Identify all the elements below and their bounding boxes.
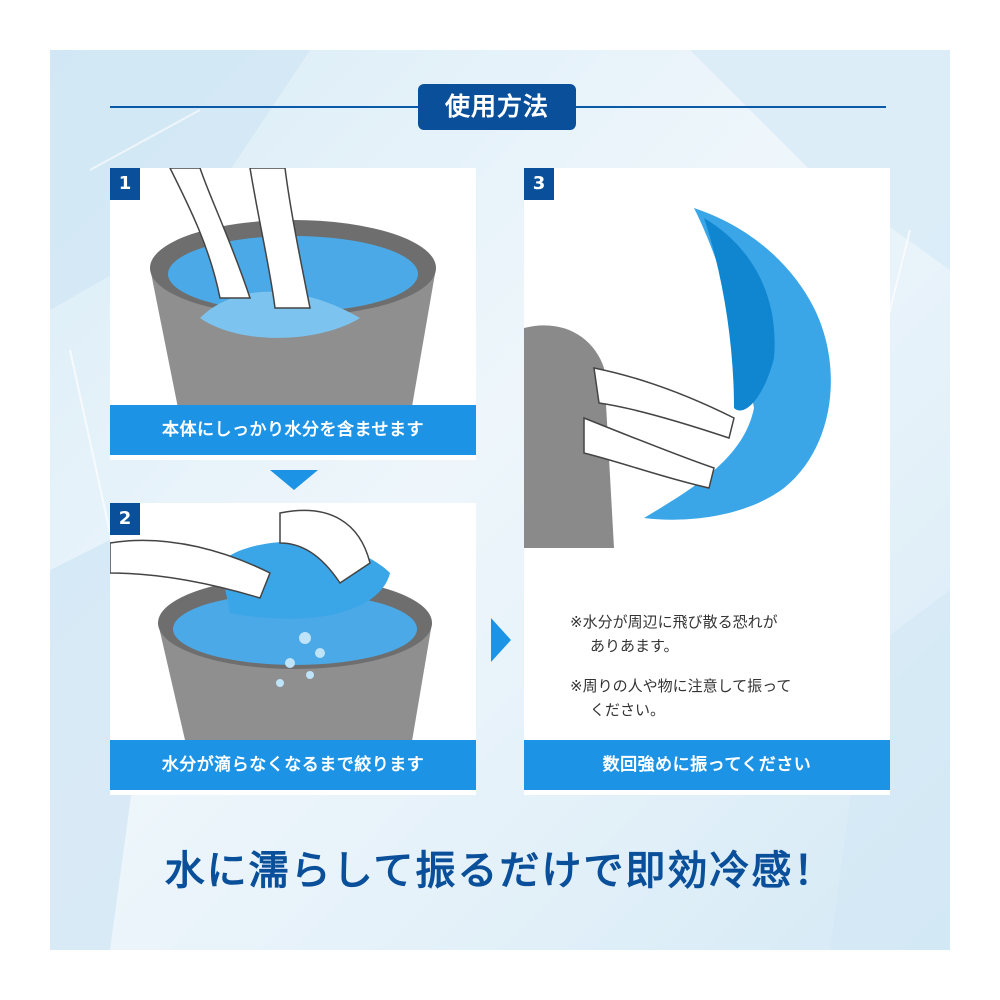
step-1-panel: 1 本体にしっかり水分を含ませます — [110, 168, 476, 460]
triangle-down-icon — [270, 470, 318, 490]
section-title: 使用方法 — [418, 84, 576, 130]
note-2-line-2: ください。 — [590, 701, 666, 719]
wring-illustration — [110, 509, 432, 753]
soak-illustration — [150, 168, 436, 418]
step-2-caption: 水分が滴らなくなるまで絞ります — [110, 740, 476, 790]
note-1-line-2: ありあます。 — [590, 637, 679, 655]
note-1-line-1: ※水分が周辺に飛び散る恐れが — [570, 613, 778, 631]
note-2-line-1: ※周りの人や物に注意して振って — [570, 677, 792, 695]
step-2-panel: 2 水分が滴らなくなるまで絞ります — [110, 503, 476, 795]
triangle-right-icon — [491, 618, 511, 662]
shake-illustration — [524, 208, 831, 548]
step-3-number: 3 — [524, 168, 554, 200]
step-1-caption: 本体にしっかり水分を含ませます — [110, 405, 476, 455]
step-3-panel: 3 数回強めに振ってください — [524, 168, 890, 795]
step-2-number: 2 — [110, 503, 140, 535]
note-1: ※水分が周辺に飛び散る恐れが ありあます。 — [570, 612, 778, 656]
step-3-caption: 数回強めに振ってください — [524, 740, 890, 790]
step-1-number: 1 — [110, 168, 140, 200]
headline: 水に濡らして振るだけで即効冷感！ — [164, 848, 836, 894]
note-2: ※周りの人や物に注意して振って ください。 — [570, 676, 791, 720]
